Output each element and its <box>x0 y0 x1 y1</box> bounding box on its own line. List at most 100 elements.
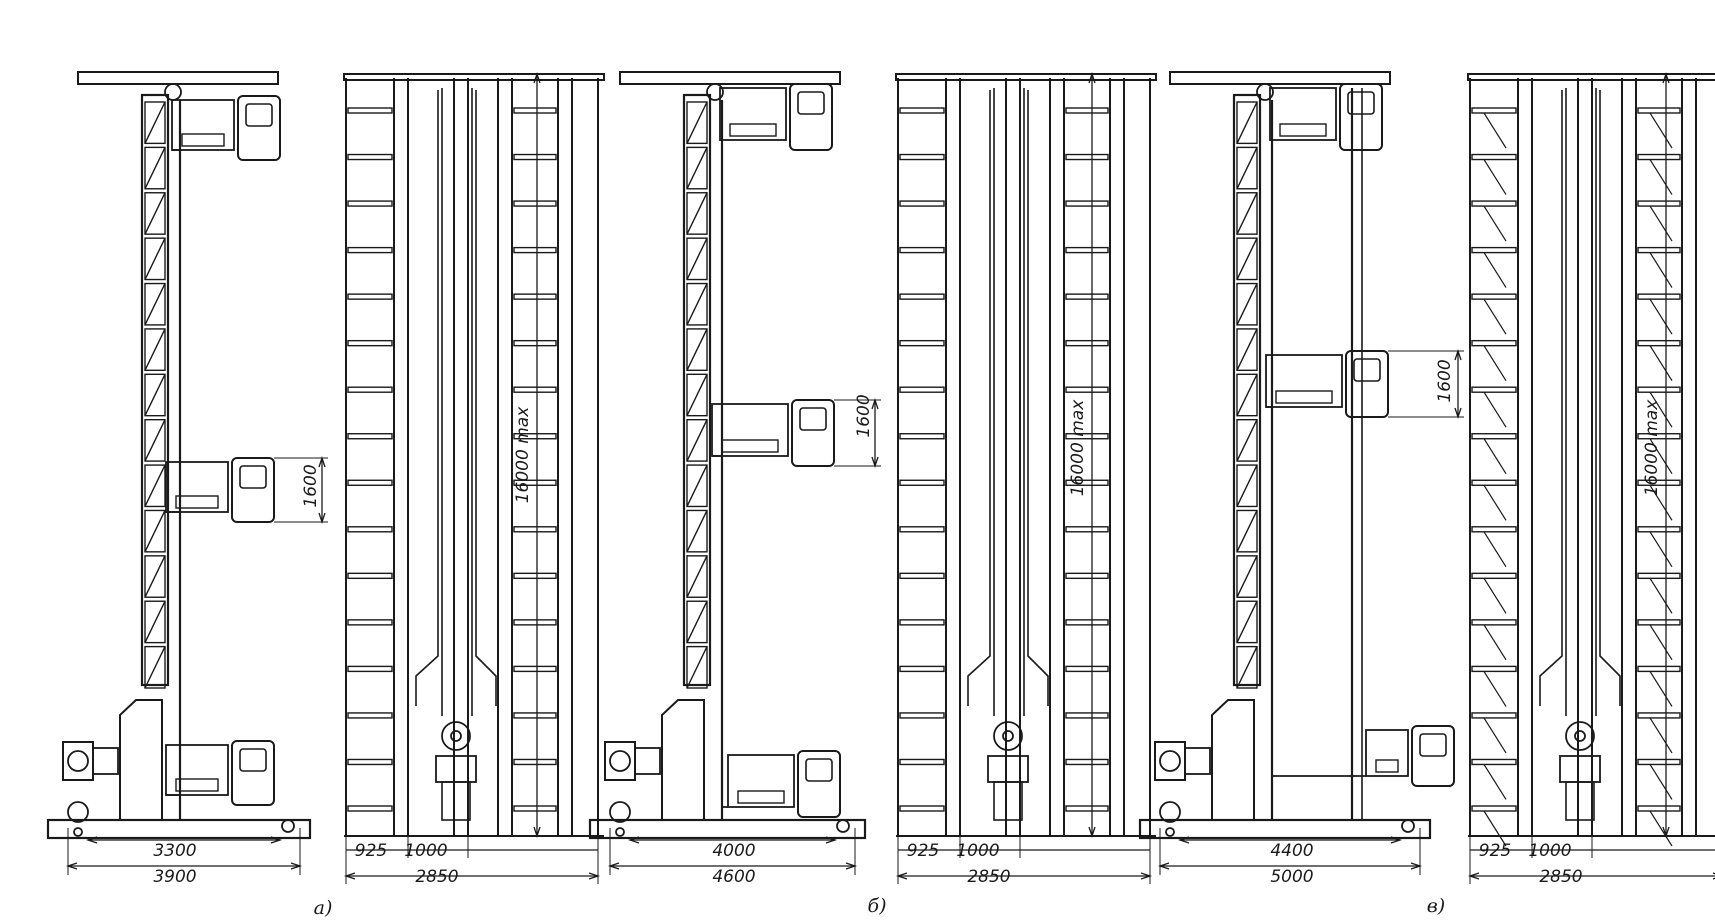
rack-height-dim-line-arrow-top <box>533 71 541 84</box>
overhead-rail <box>77 71 279 85</box>
lattice-diagonal <box>1236 192 1258 235</box>
lattice-diagonal <box>686 328 708 371</box>
shelf-rung-right <box>1637 153 1681 161</box>
shelf-rung-left <box>899 200 945 207</box>
shelf-rung-right <box>1065 758 1109 766</box>
rack-brace-left <box>1483 810 1507 847</box>
lattice-panel <box>144 192 166 235</box>
lattice-panel <box>144 509 166 553</box>
rack-top-beam <box>343 73 605 81</box>
cab-window-0 <box>245 103 273 127</box>
shelf-rung-right <box>1637 200 1681 207</box>
lattice-diagonal <box>686 510 708 553</box>
aisle-gearbox <box>435 755 477 783</box>
front-wheel <box>609 801 631 823</box>
shelf-rung-right <box>1065 433 1109 440</box>
shelf-rung-right <box>1065 805 1109 812</box>
aisle-lower-left <box>967 90 991 706</box>
bottom-rail <box>588 818 867 840</box>
operator-cab-0 <box>1339 83 1383 151</box>
mast-column <box>140 93 170 687</box>
rail-span-dim-line-arrow-right <box>270 836 283 844</box>
lattice-diagonal <box>686 283 708 326</box>
carriage-fork-2 <box>737 790 785 804</box>
rack-depth-dim-line-arrow-left <box>1467 872 1480 880</box>
shelf-rung-right <box>1065 386 1109 393</box>
carriage-height-dim-v: 1600 <box>1435 359 1455 402</box>
shelf-rung-right <box>1637 665 1681 673</box>
lattice-panel <box>686 464 708 508</box>
lattice-panel <box>1236 328 1258 372</box>
mast-column <box>1232 93 1262 687</box>
rack-brace-right <box>1649 764 1673 800</box>
shelf-rung-left <box>347 200 393 207</box>
operator-cab-2 <box>231 740 275 806</box>
top-guide-wheel <box>1256 83 1274 101</box>
rack-brace-right <box>1649 438 1673 475</box>
shelf-rung-left <box>347 619 393 626</box>
shelf-rung-left <box>1471 433 1517 440</box>
base-housing <box>1211 699 1255 820</box>
rack-height-dim-line-arrow-bottom <box>1088 826 1096 839</box>
lattice-panel <box>686 101 708 145</box>
rack-brace-right <box>1649 484 1673 521</box>
lattice-panel <box>686 373 708 417</box>
rack-height-dim-line-arrow-bottom <box>1662 826 1670 839</box>
shelf-rung-left <box>899 526 945 533</box>
rack-brace-left <box>1483 345 1507 381</box>
shelf-rung-left <box>347 107 393 114</box>
carriage-platform-0 <box>1269 87 1337 141</box>
rear-wheel <box>281 819 295 833</box>
rack-depth-dim-line-arrow-left <box>895 872 908 880</box>
lattice-diagonal <box>144 283 166 326</box>
rack-brace-left <box>1483 159 1507 195</box>
lattice-diagonal <box>1236 374 1258 416</box>
carriage-height-dim-a: 1600 <box>301 464 321 507</box>
aisle-gearbox <box>987 755 1029 783</box>
lattice-diagonal <box>1236 646 1258 689</box>
shelf-rung-right <box>1637 712 1681 719</box>
cab-window-0 <box>1347 91 1375 115</box>
carriage-fork-1 <box>721 439 779 453</box>
lattice-panel <box>144 645 166 689</box>
front-wheel <box>1159 801 1181 823</box>
cab-window-1 <box>1353 358 1381 382</box>
shelf-rung-left <box>1471 712 1517 719</box>
cab-window-2 <box>1419 733 1447 757</box>
rack-brace-right <box>1649 112 1673 149</box>
front-wheel <box>67 801 89 823</box>
shelf-rung-right <box>513 386 557 393</box>
rear-wheel <box>1401 819 1415 833</box>
lattice-panel <box>1236 192 1258 235</box>
rack-brace-left <box>1483 671 1507 707</box>
lattice-diagonal <box>1236 328 1258 371</box>
lattice-panel <box>1236 600 1258 644</box>
shelf-rung-left <box>1471 526 1517 533</box>
shelf-rung-right <box>513 712 557 719</box>
rack-height-dim-v: 16000 max <box>1642 399 1662 496</box>
lattice-panel <box>144 328 166 372</box>
lattice-panel <box>1236 555 1258 598</box>
shelf-rung-left <box>899 572 945 580</box>
shelf-rung-right <box>513 758 557 766</box>
lattice-panel <box>686 509 708 553</box>
lattice-panel <box>1236 282 1258 326</box>
shelf-rung-left <box>347 246 393 254</box>
base-housing <box>119 699 163 820</box>
lattice-panel <box>1236 146 1258 190</box>
lattice-diagonal <box>686 555 708 598</box>
carriage-platform-1 <box>1265 354 1343 408</box>
carriage-platform-2 <box>165 744 229 796</box>
lattice-diagonal <box>686 464 708 507</box>
carriage-fork-0 <box>729 123 777 137</box>
rack-brace-right <box>1649 391 1673 428</box>
carriage-fork-0 <box>1279 123 1327 137</box>
lattice-panel <box>144 418 166 462</box>
shelf-rung-left <box>899 246 945 254</box>
shelf-rung-left <box>347 153 393 161</box>
lattice-diagonal <box>1236 283 1258 326</box>
carriage-platform-2 <box>727 754 795 808</box>
operator-cab-1 <box>791 399 835 467</box>
carriage-fork-1 <box>175 495 219 509</box>
